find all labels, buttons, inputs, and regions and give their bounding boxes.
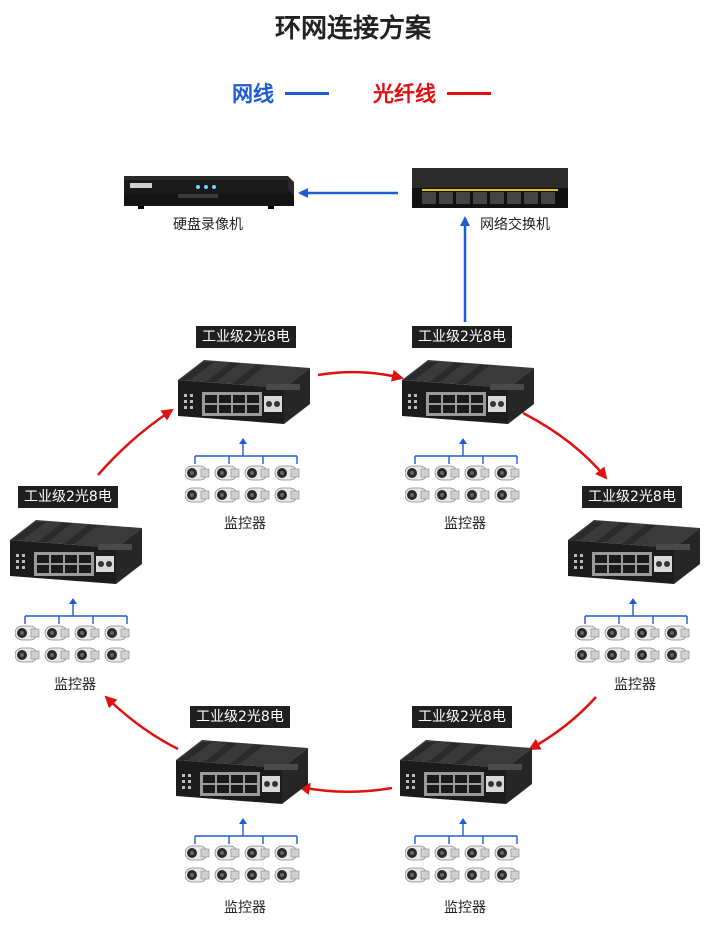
ring-node-4-camera-label: 监控器 [444, 900, 486, 916]
ring-node-2-switch-icon [398, 358, 536, 432]
switch-label: 网络交换机 [480, 217, 550, 233]
fiber-arrow-3 [528, 696, 597, 751]
ring-node-5-cameras [184, 818, 315, 896]
fiber-arrow-2 [522, 411, 608, 480]
dvr-label: 硬盘录像机 [173, 217, 243, 233]
ring-node-3-tag: 工业级2光8电 [582, 486, 682, 508]
fiber-arrow-6 [97, 408, 174, 476]
ring-node-1-camera-label: 监控器 [224, 516, 266, 532]
ring-node-2-tag: 工业级2光8电 [412, 326, 512, 348]
ring-node-5-switch-icon [172, 738, 310, 812]
ring-node-3-cameras [574, 598, 705, 676]
fiber-arrow-1 [317, 369, 404, 382]
ring-node-1-switch-icon [174, 358, 312, 432]
ring-node-1-cameras [184, 438, 315, 516]
ring-node-6-camera-label: 监控器 [54, 677, 96, 693]
network-switch-icon [412, 168, 568, 208]
fiber-arrow-5 [104, 695, 179, 751]
ring-node-6-switch-icon [6, 518, 144, 592]
ring-node-5-tag: 工业级2光8电 [190, 706, 290, 728]
legend-fiber-cable-line [447, 92, 491, 95]
dvr-icon [124, 176, 294, 209]
ring-node-6-tag: 工业级2光8电 [18, 486, 118, 508]
legend-fiber-cable-label: 光纤线 [373, 82, 436, 106]
ring-node-4-switch-icon [396, 738, 534, 812]
legend-network-cable-line [285, 92, 329, 95]
ring-node-6-cameras [14, 598, 145, 676]
ring-node-2-camera-label: 监控器 [444, 516, 486, 532]
ring-node-3-camera-label: 监控器 [614, 677, 656, 693]
ring-node-3-switch-icon [564, 518, 702, 592]
ring-node-1-tag: 工业级2光8电 [196, 326, 296, 348]
fiber-arrow-4 [298, 783, 393, 795]
diagram-title: 环网连接方案 [274, 14, 431, 44]
ring-node-2-cameras [404, 438, 535, 516]
legend-network-cable-label: 网线 [232, 82, 274, 106]
ring-node-4-cameras [404, 818, 535, 896]
ring-node-4-tag: 工业级2光8电 [412, 706, 512, 728]
switch-ports [422, 192, 555, 204]
ring-node-5-camera-label: 监控器 [224, 900, 266, 916]
